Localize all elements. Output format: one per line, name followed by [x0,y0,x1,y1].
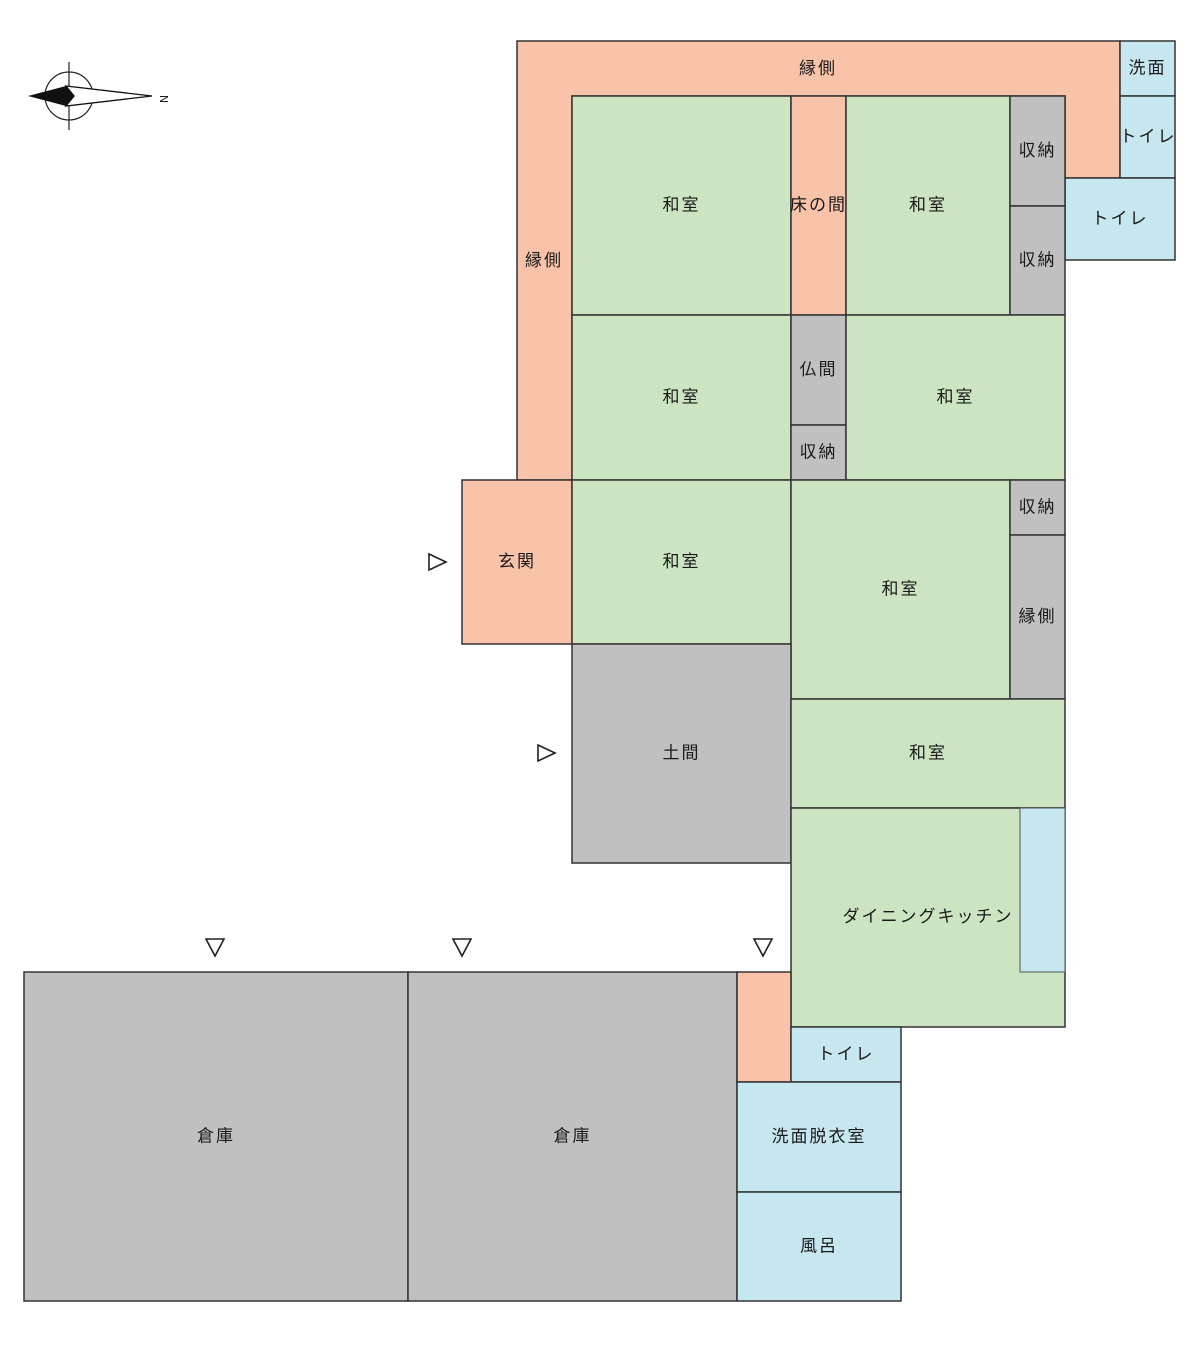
room-senmen-datsuishitsu [736,1081,902,1193]
label-furo: 風呂 [800,1237,838,1257]
label-genkan: 玄関 [498,552,536,572]
entrance-markers [204,552,774,958]
label-washitsu-7: 和室 [909,744,947,764]
label-doma: 土間 [663,744,701,764]
room-furo [736,1191,902,1302]
room-senmen-top [1119,40,1176,97]
label-shuno-3: 収納 [800,443,838,463]
room-washitsu-6 [790,479,1011,700]
label-shuno-1: 収納 [1019,141,1057,161]
room-shuno-1 [1009,95,1066,207]
room-toilet-bottom [790,1026,902,1083]
label-shuno-4: 収納 [1019,498,1057,518]
entrance-marker-souko2-icon [451,938,473,958]
entrance-marker-doma-icon [537,743,557,763]
entrance-marker-hallway-icon [752,938,774,958]
label-engawa-right: 縁側 [1019,607,1057,627]
room-washitsu-1 [571,95,792,316]
rooms-layer [23,40,1176,1302]
label-senmen-datsuishitsu: 洗面脱衣室 [772,1127,867,1147]
label-toilet-bottom: トイレ [818,1045,875,1065]
room-shuno-2 [1009,205,1066,316]
label-engawa-left: 縁側 [525,251,563,271]
label-washitsu-2: 和室 [909,196,947,216]
label-washitsu-4: 和室 [937,388,975,408]
room-shuno-3 [790,424,847,481]
label-washitsu-1: 和室 [663,196,701,216]
label-butsuma: 仏間 [800,360,838,380]
label-senmen-top: 洗面 [1129,59,1167,79]
kitchen-counter [1019,807,1066,973]
room-genkan [461,479,573,645]
room-washitsu-4 [845,314,1066,481]
label-engawa-top: 縁側 [799,59,837,79]
room-dining-kitchen [790,807,1066,1028]
label-toilet-top2: トイレ [1092,209,1149,229]
room-washitsu-7 [790,698,1066,809]
compass-north-label: N [157,95,170,103]
label-tokonoma: 床の間 [790,196,847,216]
room-washitsu-3 [571,314,792,481]
compass-needle-north [64,85,153,107]
room-hallway-orange [736,971,792,1083]
label-souko-2: 倉庫 [554,1127,592,1147]
room-washitsu-2 [845,95,1011,316]
compass-tail [28,86,74,106]
label-souko-1: 倉庫 [197,1127,235,1147]
room-washitsu-5 [571,479,792,645]
label-washitsu-5: 和室 [663,552,701,572]
label-washitsu-6: 和室 [882,580,920,600]
compass-icon: N [28,62,170,130]
entrance-marker-souko1-icon [204,938,226,958]
room-doma [571,643,792,864]
entrance-marker-genkan-icon [428,552,448,572]
label-washitsu-3: 和室 [663,388,701,408]
room-tokonoma [790,95,847,316]
room-souko-2 [407,971,738,1302]
room-shuno-4 [1009,479,1066,536]
label-toilet-top: トイレ [1120,127,1177,147]
room-souko-1 [23,971,409,1302]
room-engawa-right [1009,534,1066,700]
label-shuno-2: 収納 [1019,251,1057,271]
label-dining-kitchen: ダイニングキッチン [843,907,1014,927]
labels-layer: 洗面トイレトイレ和室床の間和室収納収納和室仏間収納和室玄関和室和室収納縁側土間和… [197,59,1177,1257]
